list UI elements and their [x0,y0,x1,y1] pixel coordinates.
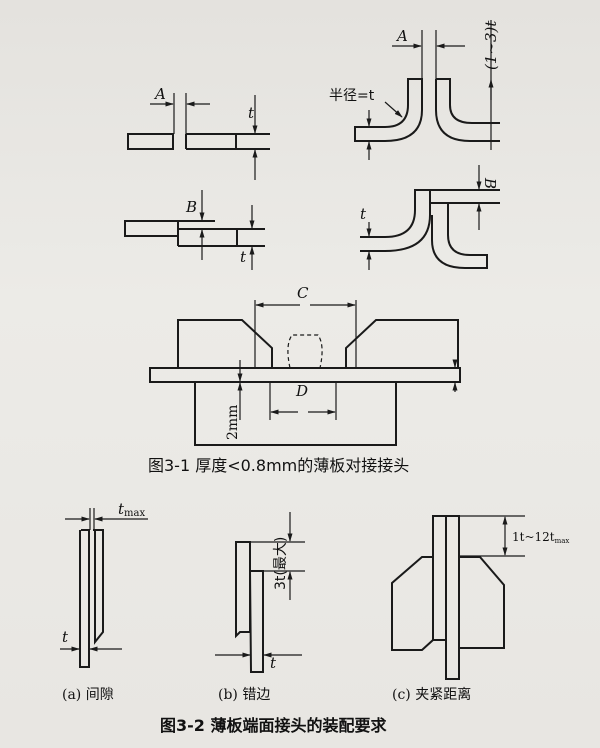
gap-diagram: tmax t [60,500,148,668]
label-3t-max: 3t(最大) [273,537,289,590]
clamp-distance-diagram: 1t~12tmax [391,515,569,680]
label-flange-height: (1~3)t [482,20,500,70]
label-t-gap: t [62,628,69,646]
label-a: A [153,85,166,103]
label-t-flange: t [360,205,367,223]
flanged-joint-diagram: A (1~3)t 半径=t [329,20,500,160]
label-d: D [295,382,308,400]
label-t: t [248,104,255,122]
figure-3-2-caption: 图3-2 薄板端面接头的装配要求 [160,716,387,735]
flanged-offset-diagram: B t [360,165,500,270]
label-b-flange: B [481,177,499,189]
label-a-flange: A [395,27,408,45]
label-c: C [297,284,309,302]
butt-joint-offset-diagram: B t [124,190,265,270]
clamping-fixture-diagram: C D 2mm [149,284,461,446]
figure-3-1-caption: 图3-1 厚度<0.8mm的薄板对接接头 [148,456,409,475]
misalignment-diagram: 3t(最大) t [215,512,305,673]
label-clamp-distance: 1t~12tmax [512,530,569,545]
label-radius: 半径=t [329,88,375,104]
label-t-offset: t [240,248,247,266]
subfigure-b-label: (b) 错边 [218,687,270,703]
subfigure-a-label: (a) 间隙 [62,687,114,703]
label-2mm: 2mm [225,405,241,440]
label-t-misalign: t [270,654,277,672]
label-tmax: tmax [118,500,145,519]
subfigure-c-label: (c) 夹紧距离 [392,686,471,703]
label-b: B [185,198,197,216]
butt-joint-gap-diagram: A t [127,85,270,180]
